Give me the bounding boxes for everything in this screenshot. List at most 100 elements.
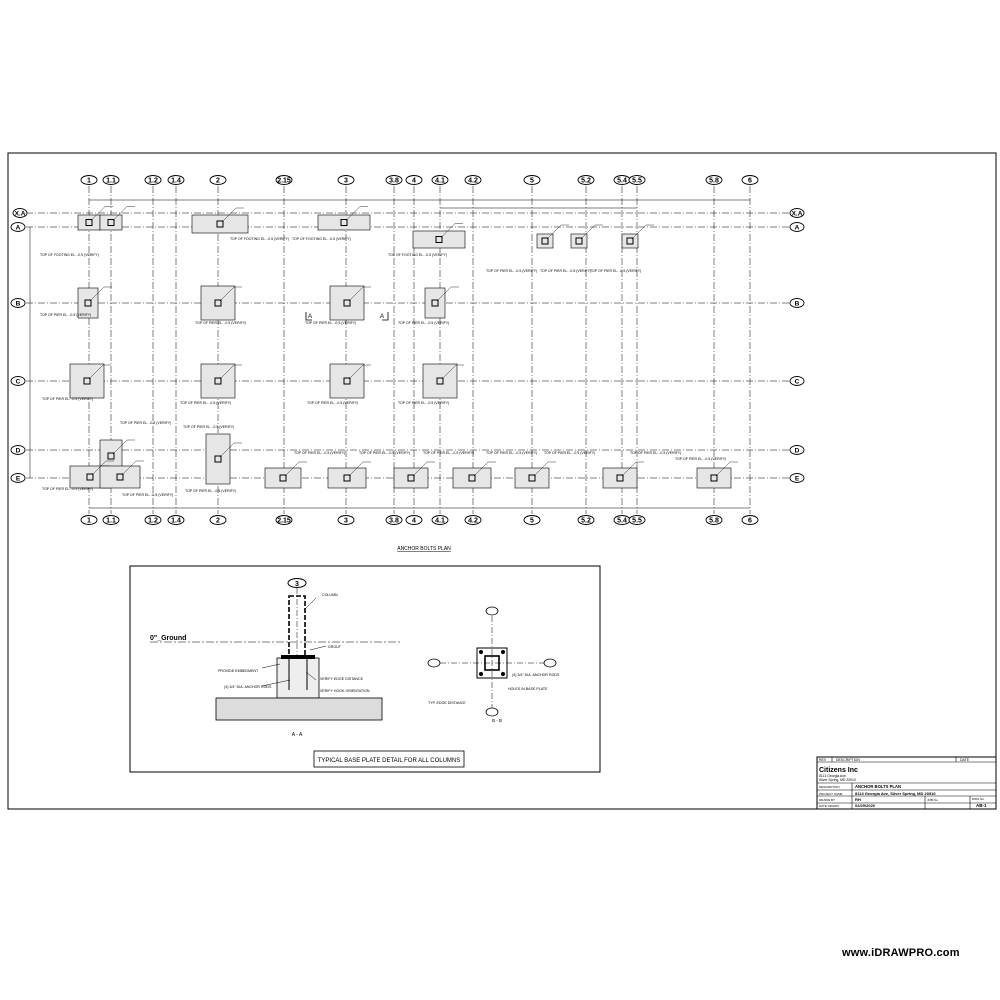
column-base (343, 474, 351, 482)
row-grid-label: E (795, 476, 800, 483)
note-hook: VERIFY HOOK ORIENTATION (320, 689, 370, 693)
leader-line (412, 461, 428, 477)
footing-pad (77, 214, 101, 231)
row-grid-bubble (10, 298, 26, 308)
row-grid-label: B (16, 301, 21, 308)
col-grid-bubble (523, 175, 541, 185)
col-grid-label: 3.8 (389, 178, 399, 185)
col-grid-bubble (628, 515, 646, 525)
footing-pad (514, 467, 550, 489)
row-grid-bubble (789, 376, 805, 386)
base-plate (281, 655, 315, 659)
col-grid-label: 6 (748, 178, 752, 185)
pier-note: TOP OF PIER EL. -0.5 (VERIFY) (540, 269, 591, 273)
section-aa-label: A - A (292, 732, 303, 738)
column-base (116, 473, 124, 481)
footing-pad (205, 433, 231, 485)
col-grid-label: 2.15 (277, 518, 291, 525)
col-grid-bubble (464, 175, 482, 185)
column-base (528, 474, 536, 482)
grid-bubble (427, 658, 441, 668)
column-base (107, 452, 115, 460)
detail-title-box (313, 750, 465, 768)
tb-address-1: 8113 Georgia Ave (819, 774, 846, 778)
col-grid-label: 1.2 (148, 518, 158, 525)
col-grid-label: 5.2 (581, 178, 591, 185)
leader-line (89, 286, 105, 302)
pier-note: TOP OF PIER EL. -0.5 (VERIFY) (486, 269, 537, 273)
pier-note: TOP OF PIER EL. -0.5 (VERIFY) (294, 451, 345, 455)
column-base (340, 219, 348, 226)
col-grid-bubble (741, 175, 759, 185)
pier-note: TOP OF PIER EL. -0.5 (VERIFY) (359, 451, 410, 455)
col-grid-label: 4.1 (435, 518, 445, 525)
pier-note: TOP OF PIER EL. -0.5 (VERIFY) (398, 401, 449, 405)
row-grid-label: A (795, 225, 800, 232)
col-grid-label: 4 (412, 178, 416, 185)
column-base (575, 237, 583, 245)
footing-note: TOP OF FOOTING EL. -0.5 (VERIFY) (292, 237, 351, 241)
column-base (435, 236, 443, 243)
tb-date-label: DATE DRAWN (819, 804, 839, 808)
detail-grid-bubble-label: 3 (295, 581, 299, 588)
pier-note: TOP OF PIER EL. -0.5 (VERIFY) (675, 457, 726, 461)
base-plate-detail: 3 0"_Ground A - A COLUMN GROUT PROVIDE E… (129, 565, 601, 773)
col-grid-bubble (167, 175, 185, 185)
column-base (214, 455, 222, 463)
col-grid-label: 1 (87, 518, 91, 525)
pier-note: TOP OF PIER EL. -0.5 (VERIFY) (486, 451, 537, 455)
row-grid-label: X.A (792, 211, 803, 218)
col-grid-label: 4.1 (435, 178, 445, 185)
column-base (83, 377, 91, 385)
footing-pad (412, 230, 466, 249)
note-edge-distance: VERIFY EDGE DISTANCE (320, 677, 364, 681)
row-grid-bubble (789, 473, 805, 483)
grid-bubble (543, 658, 557, 668)
leader-line (621, 461, 637, 477)
col-grid-bubble (405, 515, 423, 525)
column-base (468, 474, 476, 482)
col-grid-bubble (464, 515, 482, 525)
col-grid-bubble (628, 175, 646, 185)
detail-notes: COLUMN GROUT PROVIDE EMBEDMENT VERIFY ED… (218, 593, 560, 705)
tb-job-label: JOB No. (927, 798, 939, 802)
footing-note: TOP OF FOOTING EL. -0.5 (VERIFY) (388, 253, 447, 257)
footing-pad (621, 233, 639, 249)
row-grid-bubble (10, 445, 26, 455)
column-base (710, 474, 718, 482)
ground-label: 0"_Ground (150, 635, 186, 642)
column-base (407, 474, 415, 482)
col-grid-bubble (275, 515, 293, 525)
pier-note: TOP OF PIER EL. -0.5 (VERIFY) (590, 269, 641, 273)
section-bb-label: B - B (492, 718, 502, 723)
column-base (279, 474, 287, 482)
pier-note: TOP OF PIER EL. -0.5 (VERIFY) (195, 321, 246, 325)
row-grid-label: D (795, 448, 800, 455)
leader-line (348, 286, 364, 302)
col-grid-label: 5.4 (617, 178, 627, 185)
col-grid-bubble (144, 515, 162, 525)
leader-line (473, 461, 489, 477)
note-embedment: PROVIDE EMBEDMENT (218, 669, 259, 673)
tb-date-header: DATE (960, 758, 970, 762)
footing-note: TOP OF FOOTING EL. -0.5 (VERIFY) (40, 253, 99, 257)
pier-note: TOP OF PIER EL. -0.5 (VERIFY) (398, 321, 449, 325)
pier-note: TOP OF PIER EL. -0.5 (VERIFY) (120, 421, 171, 425)
col-grid-bubble (431, 175, 449, 185)
leader-line (580, 224, 596, 240)
pier-note: TOP OF PIER EL. -0.5 (VERIFY) (630, 451, 681, 455)
row-grid-label: C (16, 379, 21, 386)
tb-drawn-label: DRAWN BY (819, 798, 835, 802)
grid-lines (26, 186, 790, 514)
footing-pad (570, 233, 588, 249)
tb-dwg-label: DWG No. (972, 797, 985, 801)
col-grid-bubble (144, 175, 162, 185)
footing-pad (191, 214, 249, 234)
col-grid-label: 5.8 (709, 518, 719, 525)
leader-line (345, 206, 361, 221)
column-base (84, 299, 92, 307)
footing-pad (77, 287, 99, 319)
footing-pad (393, 467, 429, 489)
col-grid-bubble (209, 515, 227, 525)
row-grid-bubble (789, 445, 805, 455)
